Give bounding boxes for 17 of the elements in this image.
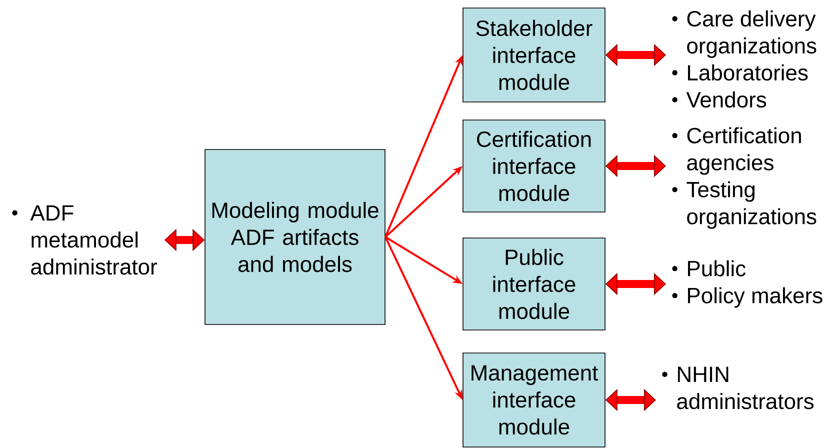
node-label: Public [688,260,746,276]
module-box: Modeling module ADF artifacts and models [204,149,386,325]
bullet-list: Certification agencies Testing organizations [672,127,816,229]
node-label: Policy makers [688,287,822,308]
bullet-list: Care delivery organizations Laboratories Vendors [672,10,816,108]
module-box: Stakeholder interface module [462,8,606,102]
bullet-list: NHIN administrators [662,366,814,410]
node-label: Vendors [686,91,766,108]
node-label: Certification agencies [687,127,801,175]
node-label: Care delivery organizations [687,10,816,58]
module-box: Certification interface module [462,120,606,212]
bullet-list: ADF metamodel administrator [12,205,157,275]
module-box: Management interface module [462,352,606,448]
node-label: Laboratories [688,64,808,81]
module-box: Public interface module [462,238,606,330]
bullet-list: Public Policy makers [672,260,822,308]
node-label: Testing organizations [686,181,816,229]
